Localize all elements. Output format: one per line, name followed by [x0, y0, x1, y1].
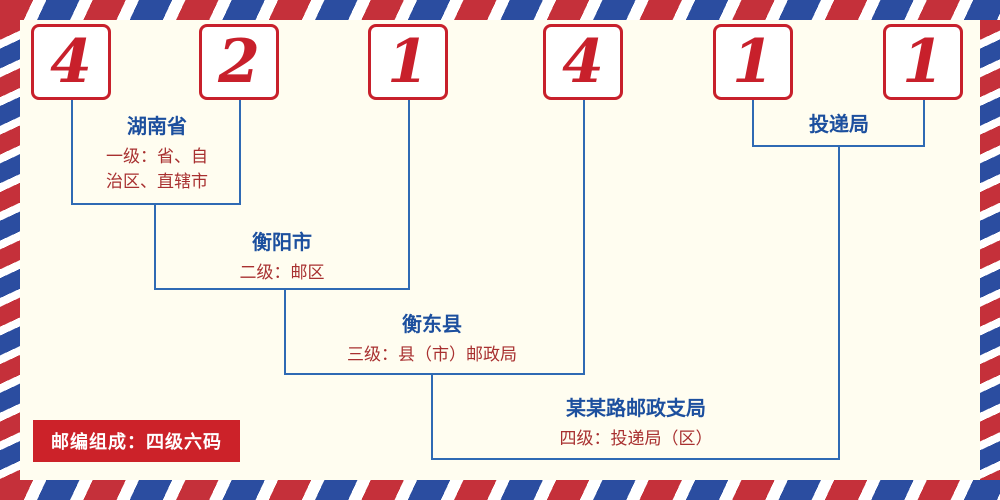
airmail-border-top	[0, 0, 1000, 20]
connector-level2-left	[154, 205, 156, 290]
level2-label: 衡阳市 二级：邮区	[197, 228, 367, 286]
level2-desc: 二级：邮区	[239, 263, 325, 283]
level3-name: 衡东县	[402, 312, 462, 336]
connector-delivery-bottom	[752, 145, 925, 147]
digit-box-6: 1	[883, 24, 963, 100]
airmail-border-right	[980, 20, 1000, 480]
connector-delivery-left	[752, 100, 754, 147]
airmail-border-bottom	[0, 480, 1000, 500]
connector-level4-left	[431, 375, 433, 460]
connector-level4-bottom	[431, 458, 840, 460]
digit-box-5: 1	[713, 24, 793, 100]
digit-box-2: 2	[199, 24, 279, 100]
airmail-border-left	[0, 20, 20, 480]
level4-name: 某某路邮政支局	[566, 396, 706, 420]
digit-1: 4	[50, 27, 92, 97]
level4-desc: 四级：投递局（区）	[559, 429, 713, 449]
connector-delivery-right	[923, 100, 925, 147]
level4-label: 某某路邮政支局 四级：投递局（区）	[501, 394, 771, 452]
connector-level1-left	[71, 100, 73, 205]
connector-level3-left	[284, 290, 286, 375]
digit-3: 1	[387, 27, 429, 97]
connector-level1-bottom	[71, 203, 241, 205]
delivery-label: 投递局	[763, 110, 915, 143]
level3-label: 衡东县 三级：县（市）邮政局	[297, 310, 567, 368]
digit-box-3: 1	[368, 24, 448, 100]
level1-name: 湖南省	[127, 114, 187, 138]
connector-level3-right	[583, 100, 585, 375]
level1-desc-line1: 一级：省、自	[106, 147, 208, 167]
connector-level4-right	[838, 147, 840, 460]
digit-4: 4	[562, 27, 604, 97]
connector-level2-bottom	[154, 288, 410, 290]
connector-level1-right	[239, 100, 241, 205]
digit-box-4: 4	[543, 24, 623, 100]
digit-6: 1	[902, 27, 944, 97]
level1-desc-line2: 治区、直辖市	[106, 171, 208, 192]
delivery-name: 投递局	[809, 112, 869, 136]
level2-name: 衡阳市	[252, 230, 312, 254]
level3-desc: 三级：县（市）邮政局	[347, 345, 517, 365]
level1-label: 湖南省 一级：省、自 治区、直辖市	[72, 112, 242, 194]
digit-2: 2	[218, 27, 260, 97]
connector-level3-bottom	[284, 373, 585, 375]
digit-box-1: 4	[31, 24, 111, 100]
digit-5: 1	[732, 27, 774, 97]
connector-level2-right	[408, 100, 410, 290]
composition-badge: 邮编组成：四级六码	[33, 420, 240, 462]
